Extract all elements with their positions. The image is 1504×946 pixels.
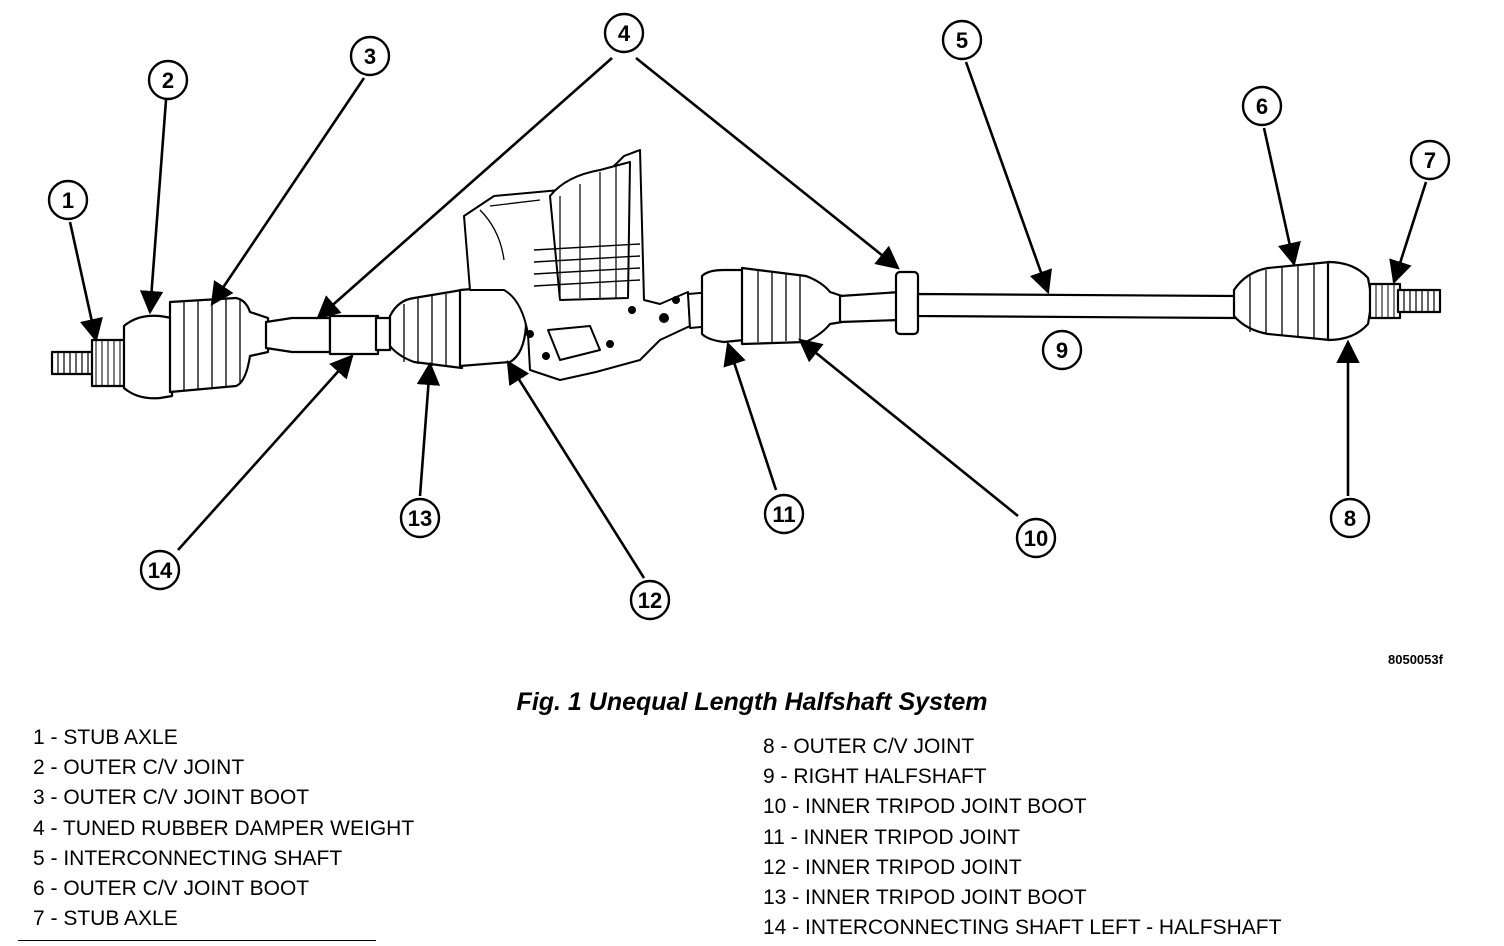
outer-cv-joint-right [1326, 260, 1374, 342]
leader-12 [506, 360, 646, 579]
svg-text:14: 14 [148, 558, 173, 583]
legend-item: 4 - TUNED RUBBER DAMPER WEIGHT [33, 816, 415, 840]
callout-4: 4 [603, 12, 645, 54]
svg-text:11: 11 [772, 502, 795, 527]
leader-2 [139, 99, 168, 315]
svg-text:3: 3 [364, 44, 376, 69]
callout-1: 1 [47, 179, 89, 221]
leader-6 [1262, 127, 1301, 267]
inner-tripod-boot-right [740, 266, 844, 346]
legend-left: 1 - STUB AXLE 2 - OUTER C/V JOINT 3 - OU… [33, 723, 414, 934]
callout-11: 11 [763, 493, 805, 535]
svg-text:12: 12 [638, 588, 662, 613]
leader-lines [68, 56, 1428, 579]
callout-14: 14 [139, 549, 181, 591]
legend-divider [18, 940, 376, 941]
legend-item: 2 - OUTER C/V JOINT [33, 756, 245, 780]
legend-item: 5 - INTERCONNECTING SHAFT [33, 846, 343, 870]
svg-text:6: 6 [1256, 94, 1268, 119]
interconnecting-shaft-left [264, 316, 332, 354]
legend-item: 12 - INNER TRIPOD JOINT [763, 855, 1022, 879]
damper-weight-right [894, 270, 920, 336]
legend-item: 6 - OUTER C/V JOINT BOOT [33, 876, 310, 900]
leader-4b [635, 56, 900, 270]
right-halfshaft [838, 290, 902, 324]
svg-text:8: 8 [1344, 506, 1356, 531]
figure-id: 8050053f [1388, 652, 1443, 667]
outer-cv-joint-left [122, 314, 174, 400]
stub-axle-right [1368, 282, 1442, 320]
callout-13: 13 [399, 497, 441, 539]
svg-text:10: 10 [1024, 526, 1048, 551]
leader-3 [210, 77, 366, 306]
callouts: 1 2 3 4 5 6 7 8 9 10 11 12 13 14 [47, 12, 1451, 621]
stub-axle-left [50, 338, 128, 388]
leader-5 [964, 61, 1052, 295]
legend-item: 13 - INNER TRIPOD JOINT BOOT [763, 885, 1087, 909]
leader-7 [1389, 181, 1428, 285]
leader-1 [68, 221, 103, 343]
leader-10 [798, 338, 1019, 518]
transaxle-housing [463, 149, 713, 381]
leader-11 [723, 341, 778, 491]
callout-8: 8 [1329, 497, 1371, 539]
callout-6: 6 [1241, 85, 1283, 127]
callout-12: 12 [629, 579, 671, 621]
legend-item: 1 - STUB AXLE [33, 726, 178, 749]
svg-text:13: 13 [408, 506, 432, 531]
callout-9: 9 [1041, 329, 1083, 371]
legend-item: 14 - INTERCONNECTING SHAFT LEFT - HALFSH… [763, 916, 1282, 940]
leader-4a [316, 57, 613, 320]
inner-tripod-joint-right [700, 268, 746, 344]
svg-text:7: 7 [1424, 148, 1436, 173]
svg-text:4: 4 [618, 21, 631, 46]
legend-right: 8 - OUTER C/V JOINT 9 - RIGHT HALFSHAFT … [763, 732, 1281, 943]
svg-text:1: 1 [62, 188, 74, 213]
callout-5: 5 [941, 19, 983, 61]
svg-text:5: 5 [956, 28, 968, 53]
svg-text:9: 9 [1056, 338, 1068, 363]
leader-14 [177, 354, 354, 551]
right-halfshaft-assembly [700, 260, 1442, 346]
outer-cv-boot-left [168, 296, 270, 394]
legend-item: 8 - OUTER C/V JOINT [763, 735, 975, 758]
callout-10: 10 [1015, 517, 1057, 559]
callout-3: 3 [349, 35, 391, 77]
inner-tripod-boot-left [388, 288, 464, 370]
legend-item: 3 - OUTER C/V JOINT BOOT [33, 786, 310, 810]
callout-2: 2 [147, 59, 189, 101]
figure-caption: Fig. 1 Unequal Length Halfshaft System [516, 688, 988, 716]
legend-item: 11 - INNER TRIPOD JOINT [763, 825, 1021, 849]
legend-item: 9 - RIGHT HALFSHAFT [763, 765, 987, 789]
leader-13 [416, 361, 441, 497]
left-halfshaft-assembly [50, 284, 528, 400]
callout-7: 7 [1409, 139, 1451, 181]
legend-item: 7 - STUB AXLE [33, 907, 178, 931]
svg-text:2: 2 [162, 68, 174, 93]
legend-item: 10 - INNER TRIPOD JOINT BOOT [763, 795, 1087, 819]
